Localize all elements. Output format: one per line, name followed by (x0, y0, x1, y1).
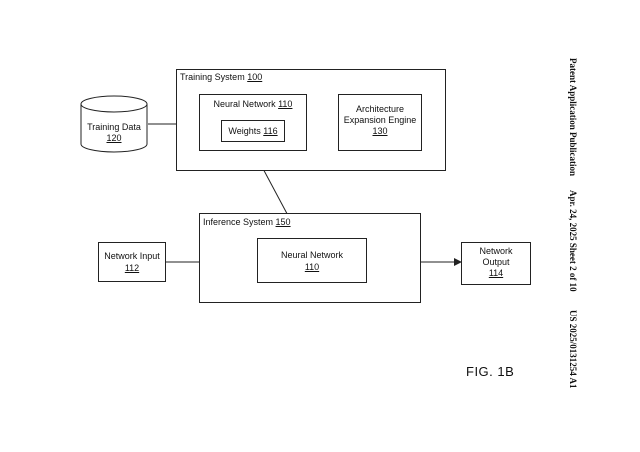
neural-network-inference-ref: 110 (304, 262, 320, 272)
neural-network-inference-label: Neural Network (280, 250, 344, 260)
architecture-engine-line2: Expansion Engine (343, 115, 417, 125)
training-data-store: Training Data 120 (80, 94, 148, 154)
network-input-box: Network Input 112 (98, 242, 166, 282)
inference-system-label: Inference System (203, 217, 274, 227)
training-system-ref: 100 (247, 72, 263, 82)
figure-label: FIG. 1B (466, 364, 515, 379)
training-system-label: Training System (180, 72, 245, 82)
network-input-ref: 112 (124, 263, 140, 273)
side-header-publication: Patent Application Publication (568, 58, 578, 177)
side-header-patent-number: US 2025/0131254 A1 (568, 310, 578, 389)
weights-label: Weights (228, 126, 261, 136)
neural-network-training-ref: 110 (278, 99, 293, 109)
network-output-ref: 114 (488, 268, 504, 278)
network-output-box: Network Output 114 (461, 242, 531, 285)
weights-ref: 116 (263, 126, 278, 136)
network-input-label: Network Input (104, 251, 160, 261)
side-header-date-sheet: Apr. 24, 2025 Sheet 2 of 10 (568, 190, 578, 292)
architecture-engine-ref: 130 (372, 126, 388, 136)
neural-network-training-title: Neural Network 110 (200, 99, 306, 110)
training-data-label: Training Data (87, 122, 141, 132)
training-system-title: Training System 100 (180, 72, 262, 83)
network-output-line1: Network (479, 246, 513, 256)
architecture-engine-line1: Architecture (355, 104, 405, 114)
neural-network-training-label: Neural Network (213, 99, 276, 109)
inference-system-ref: 150 (275, 217, 291, 227)
training-data-ref: 120 (106, 133, 122, 143)
inference-system-title: Inference System 150 (203, 217, 291, 228)
network-output-line2: Output (482, 257, 510, 267)
weights-box: Weights 116 (221, 120, 285, 142)
database-cylinder-icon (80, 95, 148, 153)
neural-network-inference-box: Neural Network 110 (257, 238, 367, 283)
weights-title: Weights 116 (222, 126, 284, 137)
architecture-expansion-engine-box: Architecture Expansion Engine 130 (338, 94, 422, 151)
